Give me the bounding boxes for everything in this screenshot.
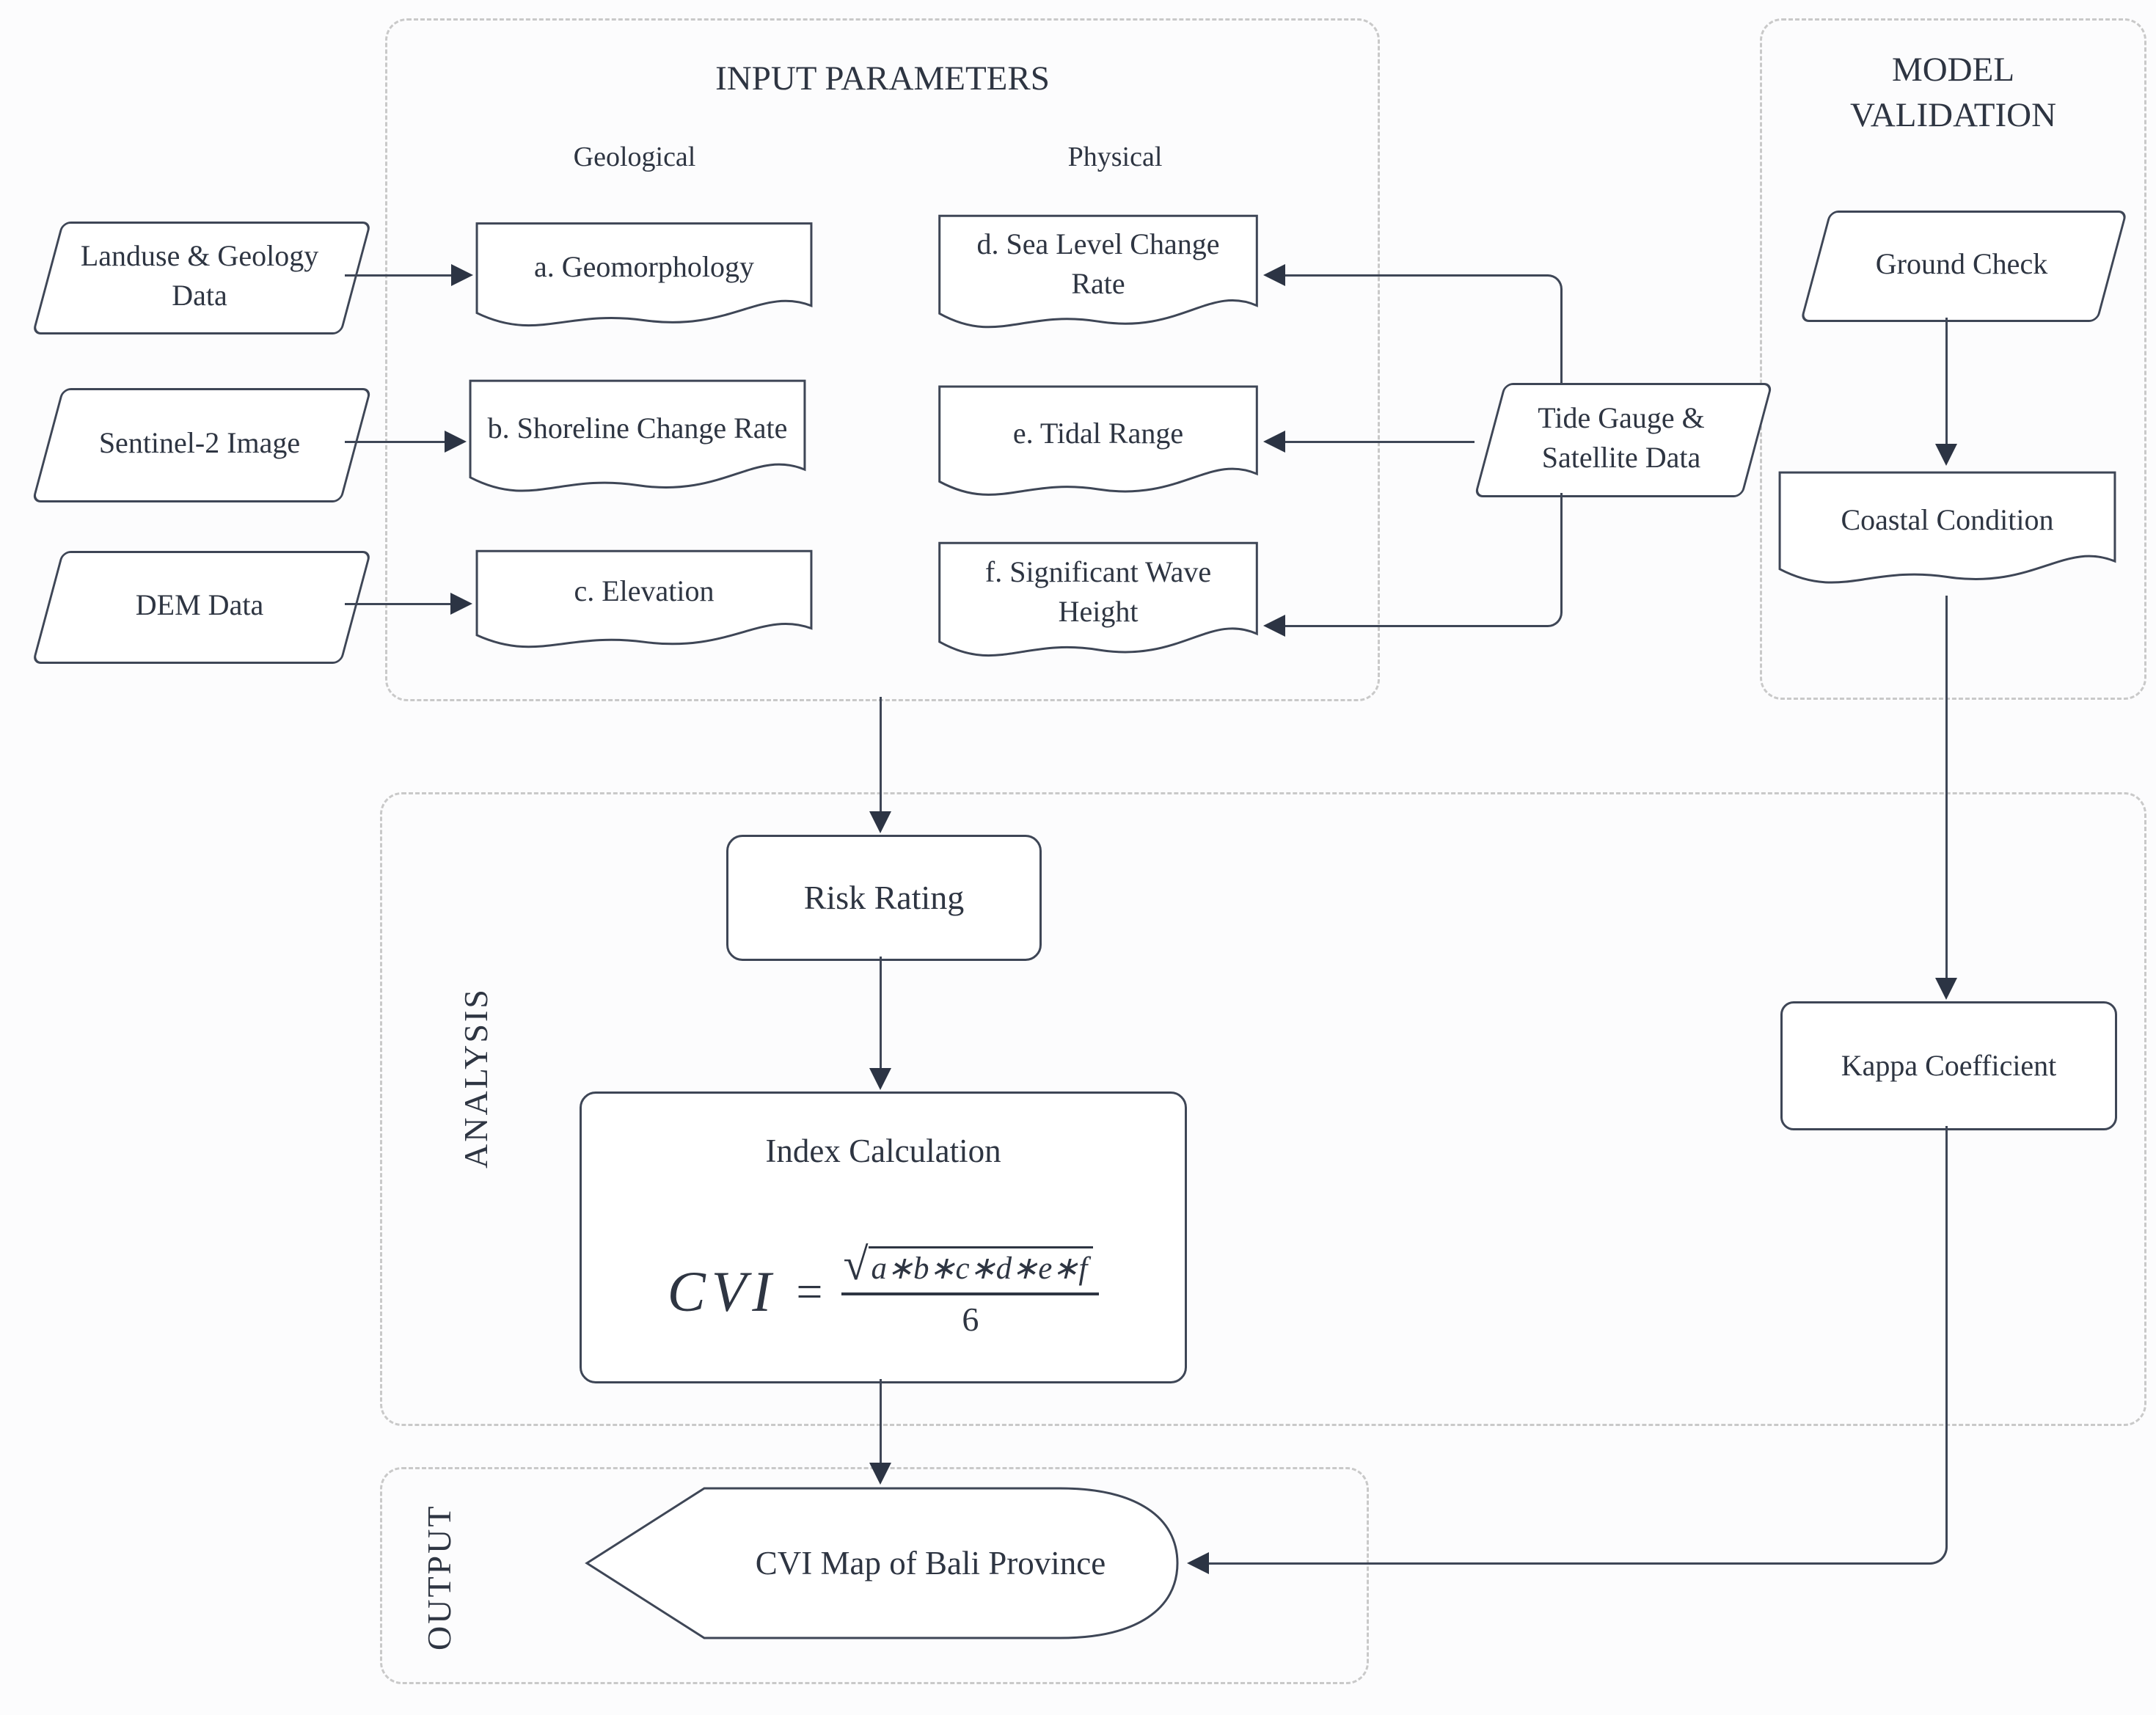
connector-kappa-cvimap-vertical (1945, 1126, 1948, 1544)
formula-denominator: 6 (962, 1301, 979, 1338)
column-label-geological: Geological (573, 142, 696, 172)
node-ground-check: Ground Check (1799, 211, 2128, 322)
node-label: Tide Gauge & Satellite Data (1538, 401, 1705, 474)
node-index-calculation: Index Calculation CVI = √ a∗b∗c∗d∗e∗f 6 (580, 1091, 1187, 1383)
arrowhead (450, 593, 472, 615)
connector-tide-waveheight-vertical (1560, 493, 1563, 610)
node-label: Kappa Coefficient (1841, 1049, 2057, 1082)
node-label: Landuse & Geology Data (80, 239, 319, 312)
arrowhead (1263, 264, 1285, 286)
node-tide-gauge-satellite-data: Tide Gauge & Satellite Data (1474, 383, 1773, 497)
node-label: c. Elevation (574, 574, 715, 607)
node-label: Sentinel-2 Image (98, 426, 301, 459)
node-sentinel2-image: Sentinel-2 Image (32, 388, 372, 502)
connector-tide-sealevel-horizontal (1285, 274, 1543, 277)
connector-risk-index (880, 957, 882, 1069)
connector-sentinel-shoreline (345, 441, 446, 443)
formula-fraction: √ a∗b∗c∗d∗e∗f 6 (841, 1240, 1100, 1339)
section-title-output: OUTPUT (420, 1504, 458, 1650)
formula-equals: = (796, 1265, 823, 1317)
arrowhead (1935, 978, 1957, 1000)
connector-landuse-geomorphology (345, 274, 455, 277)
arrowhead (1263, 615, 1285, 637)
node-cvi-map: CVI Map of Bali Province (580, 1485, 1185, 1641)
section-title-input: INPUT PARAMETERS (715, 59, 1050, 98)
node-dem-data: DEM Data (32, 551, 372, 664)
formula-lhs: CVI (667, 1259, 778, 1323)
connector-tide-tidalrange (1285, 441, 1475, 443)
arrowhead (1263, 431, 1285, 453)
node-label: CVI Map of Bali Province (755, 1544, 1106, 1581)
connector-corner (1543, 610, 1563, 627)
node-geomorphology: a. Geomorphology (472, 219, 816, 340)
formula-numerator: √ a∗b∗c∗d∗e∗f (841, 1240, 1100, 1295)
connector-kappa-cvimap-horizontal (1209, 1562, 1926, 1565)
connector-input-risk (880, 697, 882, 813)
arrowhead (869, 1068, 891, 1090)
node-label: DEM Data (135, 588, 264, 621)
node-label: e. Tidal Range (1012, 416, 1184, 450)
connector-coastal-kappa (1945, 596, 1948, 979)
connector-corner (1543, 274, 1563, 293)
radical-sign: √ (843, 1240, 869, 1290)
arrowhead (1187, 1552, 1209, 1574)
node-elevation: c. Elevation (472, 546, 816, 660)
node-shoreline-change-rate: b. Shoreline Change Rate (465, 376, 810, 506)
index-calculation-title: Index Calculation (765, 1133, 1001, 1169)
section-input-parameters: INPUT PARAMETERS (385, 18, 1380, 701)
formula-radicand: a∗b∗c∗d∗e∗f (868, 1246, 1094, 1287)
node-coastal-condition: Coastal Condition (1775, 467, 2120, 598)
node-label: Ground Check (1875, 247, 2048, 280)
node-sea-level-change-rate: d. Sea Level Change Rate (935, 211, 1262, 343)
connector-ground-coastal (1945, 318, 1948, 445)
node-landuse-geology-data: Landuse & Geology Data (32, 222, 372, 334)
arrowhead (869, 811, 891, 833)
node-risk-rating: Risk Rating (726, 835, 1042, 961)
arrowhead (445, 431, 467, 453)
connector-tide-sealevel-vertical (1560, 290, 1563, 384)
node-label: Coastal Condition (1841, 503, 2054, 536)
validation-title-line2: VALIDATION (1849, 96, 2057, 135)
node-tidal-range: e. Tidal Range (935, 381, 1262, 510)
arrowhead (869, 1463, 891, 1485)
node-label: Risk Rating (803, 878, 965, 916)
node-significant-wave-height: f. Significant Wave Height (935, 538, 1262, 671)
section-title-validation: MODEL VALIDATION (1762, 47, 2144, 138)
node-kappa-coefficient: Kappa Coefficient (1780, 1001, 2117, 1130)
connector-corner (1926, 1543, 1948, 1565)
connector-tide-waveheight-horizontal (1285, 625, 1543, 627)
section-analysis (380, 792, 2146, 1426)
node-label: d. Sea Level Change Rate (976, 227, 1220, 300)
arrowhead (451, 264, 473, 286)
connector-index-cvimap (880, 1379, 882, 1464)
validation-title-line1: MODEL (1891, 51, 2015, 89)
cvi-formula: CVI = √ a∗b∗c∗d∗e∗f 6 (582, 1240, 1185, 1339)
column-label-physical: Physical (1067, 142, 1163, 172)
section-model-validation: MODEL VALIDATION (1760, 18, 2146, 700)
section-title-analysis: ANALYSIS (457, 987, 494, 1169)
connector-dem-elevation (345, 603, 452, 605)
node-label: b. Shoreline Change Rate (487, 412, 788, 445)
arrowhead (1935, 444, 1957, 466)
node-label: f. Significant Wave Height (984, 555, 1212, 628)
node-label: a. Geomorphology (534, 249, 754, 283)
